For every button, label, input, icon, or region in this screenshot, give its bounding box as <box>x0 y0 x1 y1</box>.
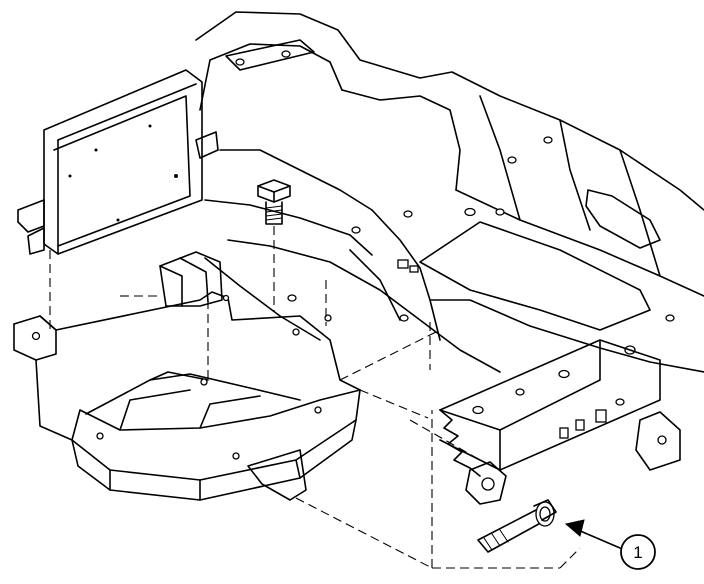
vehicle-floor-pan <box>195 11 704 373</box>
assembly-guide-lines <box>49 226 581 569</box>
upper-bolt <box>257 179 291 225</box>
lower-bolt <box>477 499 557 553</box>
callout-1: 1 <box>564 519 656 570</box>
module-tray <box>13 251 361 501</box>
frame-rail <box>439 339 681 505</box>
callout-1-label: 1 <box>633 543 642 562</box>
electronic-module <box>17 69 219 255</box>
